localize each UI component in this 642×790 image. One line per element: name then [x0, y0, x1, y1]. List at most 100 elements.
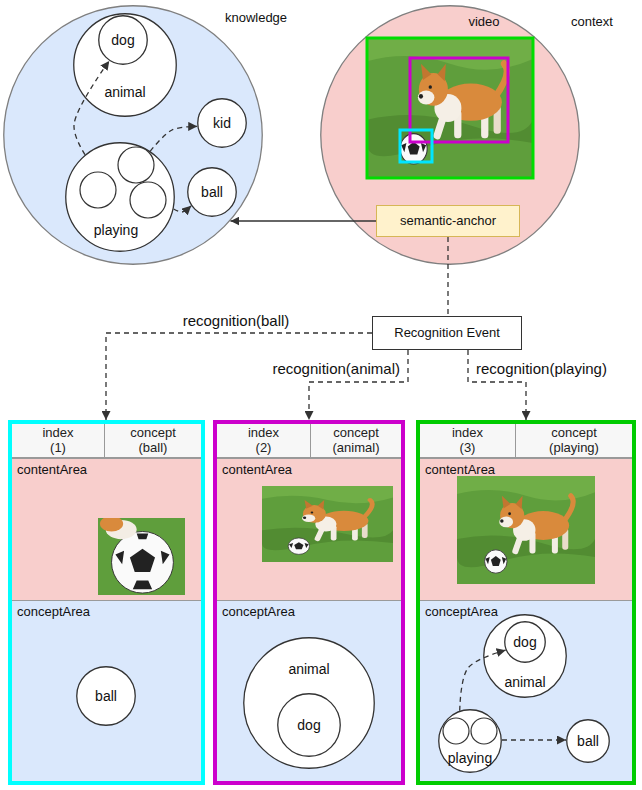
node-label: animal: [288, 661, 329, 677]
node-label: dog: [513, 634, 536, 650]
recognition-panel: contentArea dog animal conceptArea index (2)…: [213, 420, 405, 785]
node-label: dog: [111, 32, 134, 48]
content-area: contentArea: [12, 458, 201, 600]
concept-area: dog animal playing ball conceptArea: [420, 600, 632, 781]
region-heading: knowledge: [225, 11, 287, 26]
node-label: Recognition Event: [394, 326, 500, 341]
inner-circle: [130, 182, 166, 218]
circle-shape: [439, 710, 502, 773]
circle-shape: [99, 16, 148, 65]
node-label: animal: [104, 84, 145, 100]
concept-circle: playing: [438, 709, 502, 773]
content-area: contentArea: [420, 458, 632, 600]
node-label: playing: [448, 750, 492, 766]
connector: [174, 206, 192, 212]
inner-circle: [118, 147, 154, 183]
knowledge-region: doganimalkidplayingballknowledge: [3, 5, 263, 265]
concept-area: dog animal conceptArea: [217, 600, 401, 781]
dog-box: [410, 58, 508, 142]
header-label: index (2): [248, 426, 279, 456]
header-label: index (3): [452, 426, 483, 456]
header-cell: concept (playing): [516, 424, 632, 458]
concept-circle: kid: [197, 98, 247, 148]
header-label: concept (animal): [333, 426, 380, 456]
connector: [230, 220, 376, 222]
inner-circle: [443, 718, 469, 744]
connector: [74, 61, 109, 155]
header-cell: index (3): [420, 424, 516, 458]
ball-photo: [98, 516, 185, 595]
header-cell: concept (ball): [105, 424, 201, 458]
header-label: index (1): [42, 426, 73, 456]
circle-shape: [484, 615, 567, 698]
circle-shape: [321, 6, 580, 265]
area-heading: conceptArea: [222, 605, 295, 620]
node-label: ball: [577, 733, 599, 749]
node-label: ball: [95, 688, 117, 704]
frame-box: [367, 38, 533, 178]
header-cell: concept (animal): [311, 424, 401, 458]
circle-shape: [77, 667, 136, 726]
recognition-panel: contentArea ball conceptArea index (1) conce…: [8, 420, 205, 785]
node-label: animal: [504, 674, 545, 690]
node-label: kid: [213, 115, 231, 131]
edge-label: recognition(ball): [181, 312, 292, 329]
circle-shape: [244, 638, 375, 769]
header-label: concept (playing): [549, 426, 599, 456]
circle-shape: [505, 622, 546, 663]
connector: [106, 333, 372, 420]
edge-label: recognition(playing): [474, 360, 609, 377]
inner-circle: [471, 718, 497, 744]
connector: [468, 350, 526, 420]
node-label: semantic-anchor: [400, 214, 496, 229]
circle-shape: [74, 14, 177, 117]
circle-shape: [198, 99, 247, 148]
area-heading: conceptArea: [17, 605, 90, 620]
context-region: semantic-anchorvideocontext: [320, 5, 580, 265]
connector: [502, 739, 566, 740]
concept-circle: dog animal: [243, 637, 375, 769]
edge-label: recognition(animal): [270, 360, 402, 377]
area-heading: contentArea: [425, 463, 495, 478]
circle-shape: [278, 694, 341, 757]
connector: [309, 350, 408, 420]
region-heading: video: [468, 15, 499, 30]
concept-circle: ball: [76, 666, 136, 726]
area-heading: conceptArea: [425, 605, 498, 620]
header-cell: index (2): [217, 424, 311, 458]
concept-circle: playing: [65, 142, 175, 252]
connector: [150, 126, 197, 151]
video-photo: [367, 38, 533, 178]
circle-shape: [66, 143, 175, 252]
playing-photo: [457, 476, 595, 584]
circle-shape: [567, 720, 610, 763]
anchor-box: semantic-anchor: [376, 205, 520, 237]
concept-circle: dog: [277, 693, 341, 757]
concept-circle: dog: [504, 621, 546, 663]
ball-box: [400, 130, 432, 162]
connector: [447, 237, 448, 316]
concept-area: ball conceptArea: [12, 600, 201, 781]
circle-shape: [4, 6, 263, 265]
concept-circle: dog animal: [73, 13, 177, 117]
circle-shape: [188, 168, 237, 217]
content-area: contentArea: [217, 458, 401, 600]
inner-circle: [80, 172, 116, 208]
concept-circle: dog: [98, 15, 148, 65]
area-heading: contentArea: [222, 463, 292, 478]
node-label: dog: [297, 717, 320, 733]
node-label: playing: [94, 222, 138, 238]
header-label: concept (ball): [130, 426, 176, 456]
header-cell: index (1): [12, 424, 105, 458]
connector: [460, 650, 506, 711]
concept-circle: ball: [187, 167, 237, 217]
event-box: Recognition Event: [372, 316, 522, 350]
concept-circle: ball: [566, 719, 610, 763]
recognition-panel: contentArea dog animal playing ball conceptAr…: [416, 420, 636, 785]
region-heading: context: [571, 15, 613, 30]
area-heading: contentArea: [17, 463, 87, 478]
dog-photo: [262, 486, 393, 562]
concept-circle: dog animal: [483, 614, 567, 698]
node-label: ball: [201, 184, 223, 200]
